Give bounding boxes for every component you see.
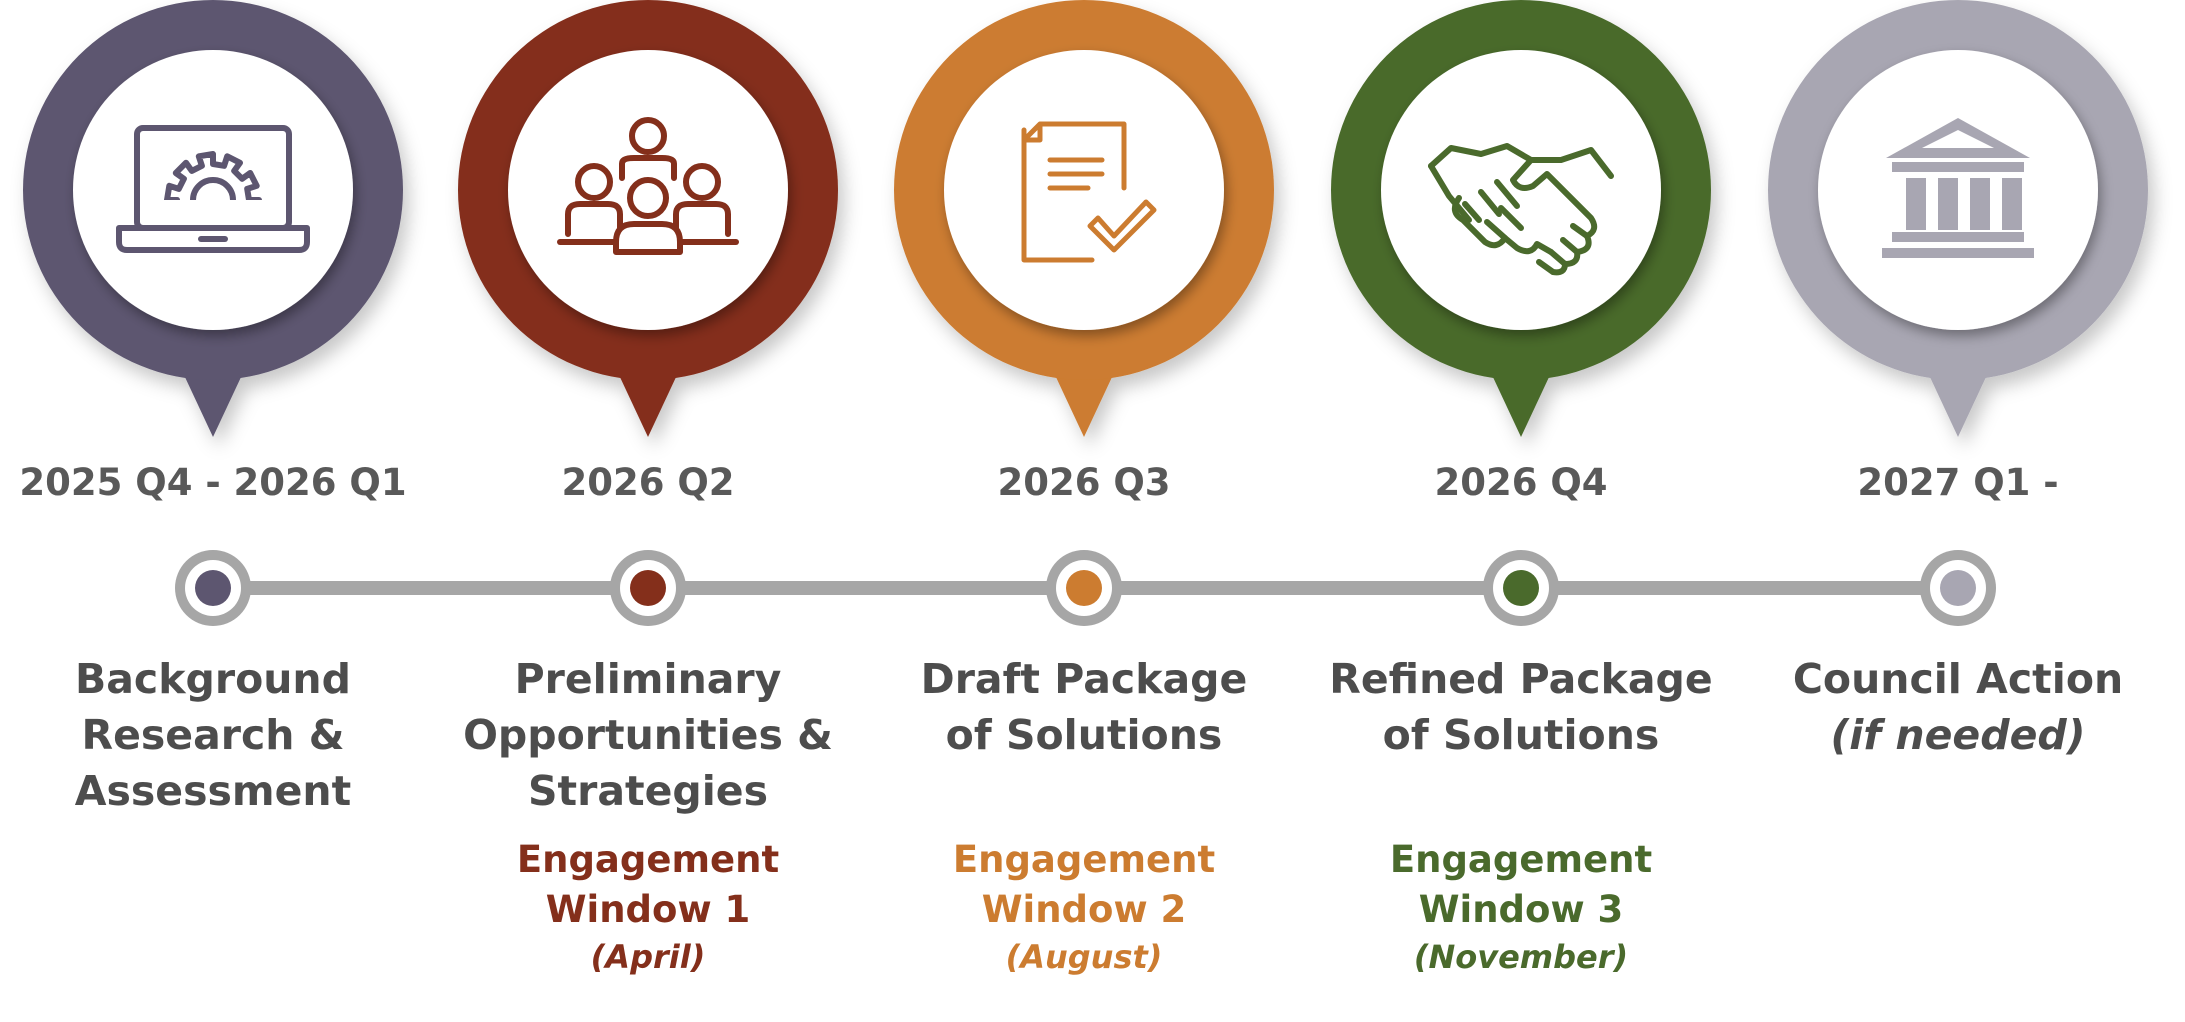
phase-title-line: Research & bbox=[82, 711, 345, 759]
government-building-icon bbox=[1882, 118, 2034, 258]
engagement-month: (November) bbox=[1414, 938, 1628, 976]
period-label: 2027 Q1 - bbox=[1857, 461, 2058, 504]
engagement-window-label: Window 1 bbox=[546, 888, 751, 931]
engagement-month: (August) bbox=[1006, 938, 1163, 976]
period-label: 2025 Q4 - 2026 Q1 bbox=[19, 461, 406, 504]
phase-title-line: Draft Package bbox=[921, 655, 1248, 703]
timeline-node bbox=[1046, 550, 1122, 626]
phase-title-line: Strategies bbox=[528, 767, 768, 815]
milestone-3: 2026 Q3 Draft Package of SolutionsEngageme… bbox=[894, 0, 1274, 976]
phase-title-line: Background bbox=[75, 655, 351, 703]
phase-title-line: Assessment bbox=[75, 767, 351, 815]
engagement-window-label: Window 3 bbox=[1419, 888, 1624, 931]
period-label: 2026 Q2 bbox=[561, 461, 734, 504]
phase-title-line: Preliminary bbox=[515, 655, 782, 703]
handshake-icon bbox=[1428, 143, 1614, 276]
period-label: 2026 Q3 bbox=[997, 461, 1170, 504]
timeline-node bbox=[175, 550, 251, 626]
phase-title-note: (if needed) bbox=[1831, 711, 2086, 759]
engagement-month: (April) bbox=[591, 938, 706, 976]
phase-title-line: of Solutions bbox=[946, 711, 1223, 759]
engagement-window-label: Window 2 bbox=[982, 888, 1187, 931]
phase-title-line: of Solutions bbox=[1383, 711, 1660, 759]
period-label: 2026 Q4 bbox=[1434, 461, 1607, 504]
phase-title-line: Council Action bbox=[1793, 655, 2123, 703]
timeline-node bbox=[1483, 550, 1559, 626]
engagement-window-label: Engagement bbox=[953, 838, 1215, 881]
people-group-icon bbox=[557, 117, 739, 255]
icon-circle-background bbox=[73, 50, 353, 330]
timeline-node bbox=[610, 550, 686, 626]
engagement-window-label: Engagement bbox=[517, 838, 779, 881]
timeline-node bbox=[1920, 550, 1996, 626]
milestone-5: 2027 Q1 - Council Action (if needed) bbox=[1768, 0, 2148, 759]
phase-title-line: Refined Package bbox=[1329, 655, 1712, 703]
document-check-icon bbox=[1021, 121, 1157, 263]
engagement-window-label: Engagement bbox=[1390, 838, 1652, 881]
milestone-4: 2026 Q4 Refined Package of SolutionsEngage… bbox=[1329, 0, 1713, 976]
laptop-gear-icon bbox=[116, 125, 310, 253]
phase-title-line: Opportunities & bbox=[463, 711, 833, 759]
